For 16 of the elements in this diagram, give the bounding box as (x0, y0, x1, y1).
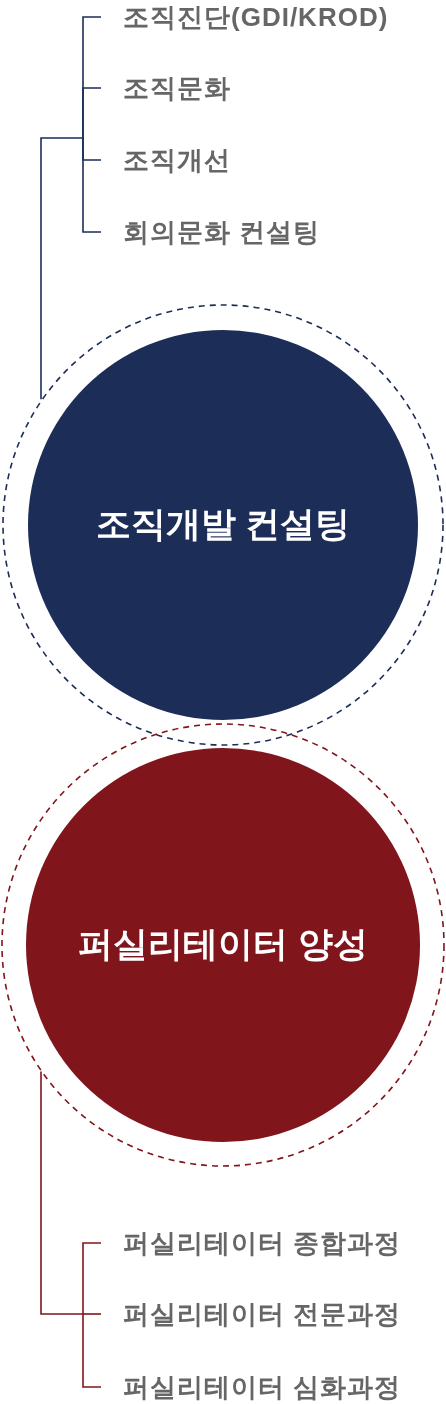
item-label: 조직문화 (123, 73, 231, 103)
item-label: 퍼실리테이터 심화과정 (123, 1372, 402, 1402)
connector-line (40, 1070, 84, 1315)
item-label: 조직개선 (123, 145, 231, 175)
connector-line (82, 1313, 102, 1388)
item-label: 퍼실리테이터 전문과정 (123, 1299, 402, 1329)
topic-circle: 조직개발 컨설팅 (2, 303, 444, 746)
connector-line (40, 137, 84, 400)
connector-line (82, 87, 102, 139)
item-label: 조직진단(GDI/KROD) (123, 2, 389, 32)
topic-circle: 퍼실리테이터 양성 (1, 722, 445, 1167)
item-label: 퍼실리테이터 종합과정 (123, 1228, 402, 1258)
connector-line (82, 137, 102, 233)
item-label: 회의문화 컨설팅 (123, 217, 321, 247)
connector-line (82, 1313, 102, 1315)
connector-line (82, 1242, 102, 1315)
